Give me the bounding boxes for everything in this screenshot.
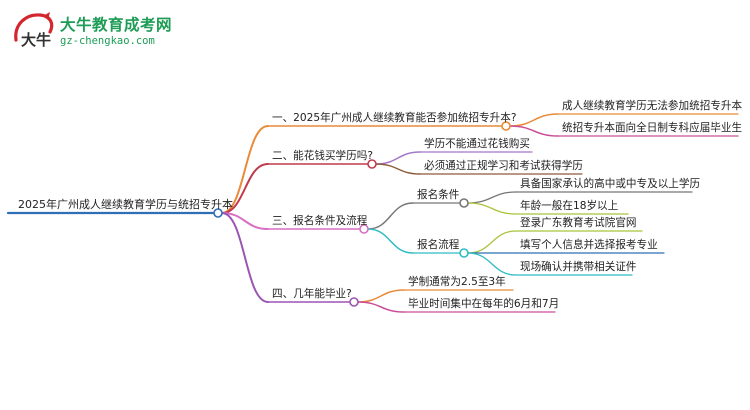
- branch-4-connector: [221, 212, 269, 303]
- svg-text:大牛: 大牛: [21, 31, 51, 49]
- branch-4-child-1-label: 学制通常为2.5至3年: [408, 275, 506, 288]
- bull-logo-icon: 大牛: [14, 12, 54, 49]
- branch-4-child-2-connector: [357, 301, 405, 313]
- branch-1-label: 一、2025年广州成人继续教育能否参加统招专升本?: [272, 111, 516, 124]
- branch-2-child-1-connector: [375, 151, 421, 165]
- branch-2-child-1-label: 学历不能通过花钱购买: [424, 137, 530, 150]
- leaf-2-2-label: 填写个人信息并选择报考专业: [520, 238, 658, 251]
- branch-4-child-2-label: 毕业时间集中在每年的6月和7月: [408, 297, 559, 310]
- branch-3-child-2-node[interactable]: [459, 248, 469, 258]
- logo-title: 大牛教育成考网: [60, 16, 173, 34]
- branch-4-node[interactable]: [349, 297, 359, 307]
- branch-3-node[interactable]: [359, 224, 369, 234]
- branch-1-connector: [221, 125, 269, 214]
- leaf-1-1-label: 具备国家承认的高中或中专及以上学历: [520, 177, 700, 190]
- leaf-1-2-connector: [467, 202, 517, 215]
- branch-2-child-2-label: 必须通过正规学习和考试获得学历: [424, 159, 583, 172]
- leaf-2-1-label: 登录广东教育考试院官网: [520, 216, 637, 229]
- branch-3-child-1-node[interactable]: [459, 198, 469, 208]
- branch-4-label: 四、几年能毕业?: [272, 287, 352, 300]
- branch-3-connector: [221, 212, 269, 230]
- branch-1-child-2-label: 统招专升本面向全日制专科应届毕业生: [562, 121, 742, 134]
- branch-3-child-2-connector: [367, 228, 414, 254]
- branch-1-node[interactable]: [501, 121, 511, 131]
- leaf-2-3-connector: [467, 252, 517, 276]
- branch-2-node[interactable]: [367, 159, 377, 169]
- leaf-1-2-label: 年龄一般在18岁以上: [520, 199, 619, 212]
- leaf-2-1-connector: [467, 230, 517, 254]
- branch-2-child-2-connector: [375, 163, 421, 175]
- branch-1-child-2-connector: [509, 125, 559, 137]
- site-logo[interactable]: 大牛 大牛教育成考网 gz-chengkao.com: [10, 10, 173, 54]
- branch-1-child-1-label: 成人继续教育学历无法参加统招专升本: [562, 99, 742, 112]
- root-label: 2025年广州成人继续教育学历与统招专升本: [18, 197, 233, 211]
- branch-1-child-1-connector: [509, 113, 559, 127]
- branch-2-label: 二、能花钱买学历吗?: [272, 149, 373, 162]
- leaf-1-1-connector: [467, 191, 517, 204]
- root-node[interactable]: [213, 208, 223, 218]
- branch-3-child-1-connector: [367, 202, 414, 230]
- leaf-2-3-label: 现场确认并携带相关证件: [520, 260, 637, 273]
- branch-3-child-1-label: 报名条件: [417, 188, 460, 201]
- branch-3-label: 三、报名条件及流程: [272, 214, 368, 227]
- branch-4-child-1-connector: [357, 289, 405, 303]
- branch-2-connector: [221, 163, 269, 214]
- branch-3-child-2-label: 报名流程: [417, 238, 460, 251]
- logo-url: gz-chengkao.com: [60, 35, 155, 47]
